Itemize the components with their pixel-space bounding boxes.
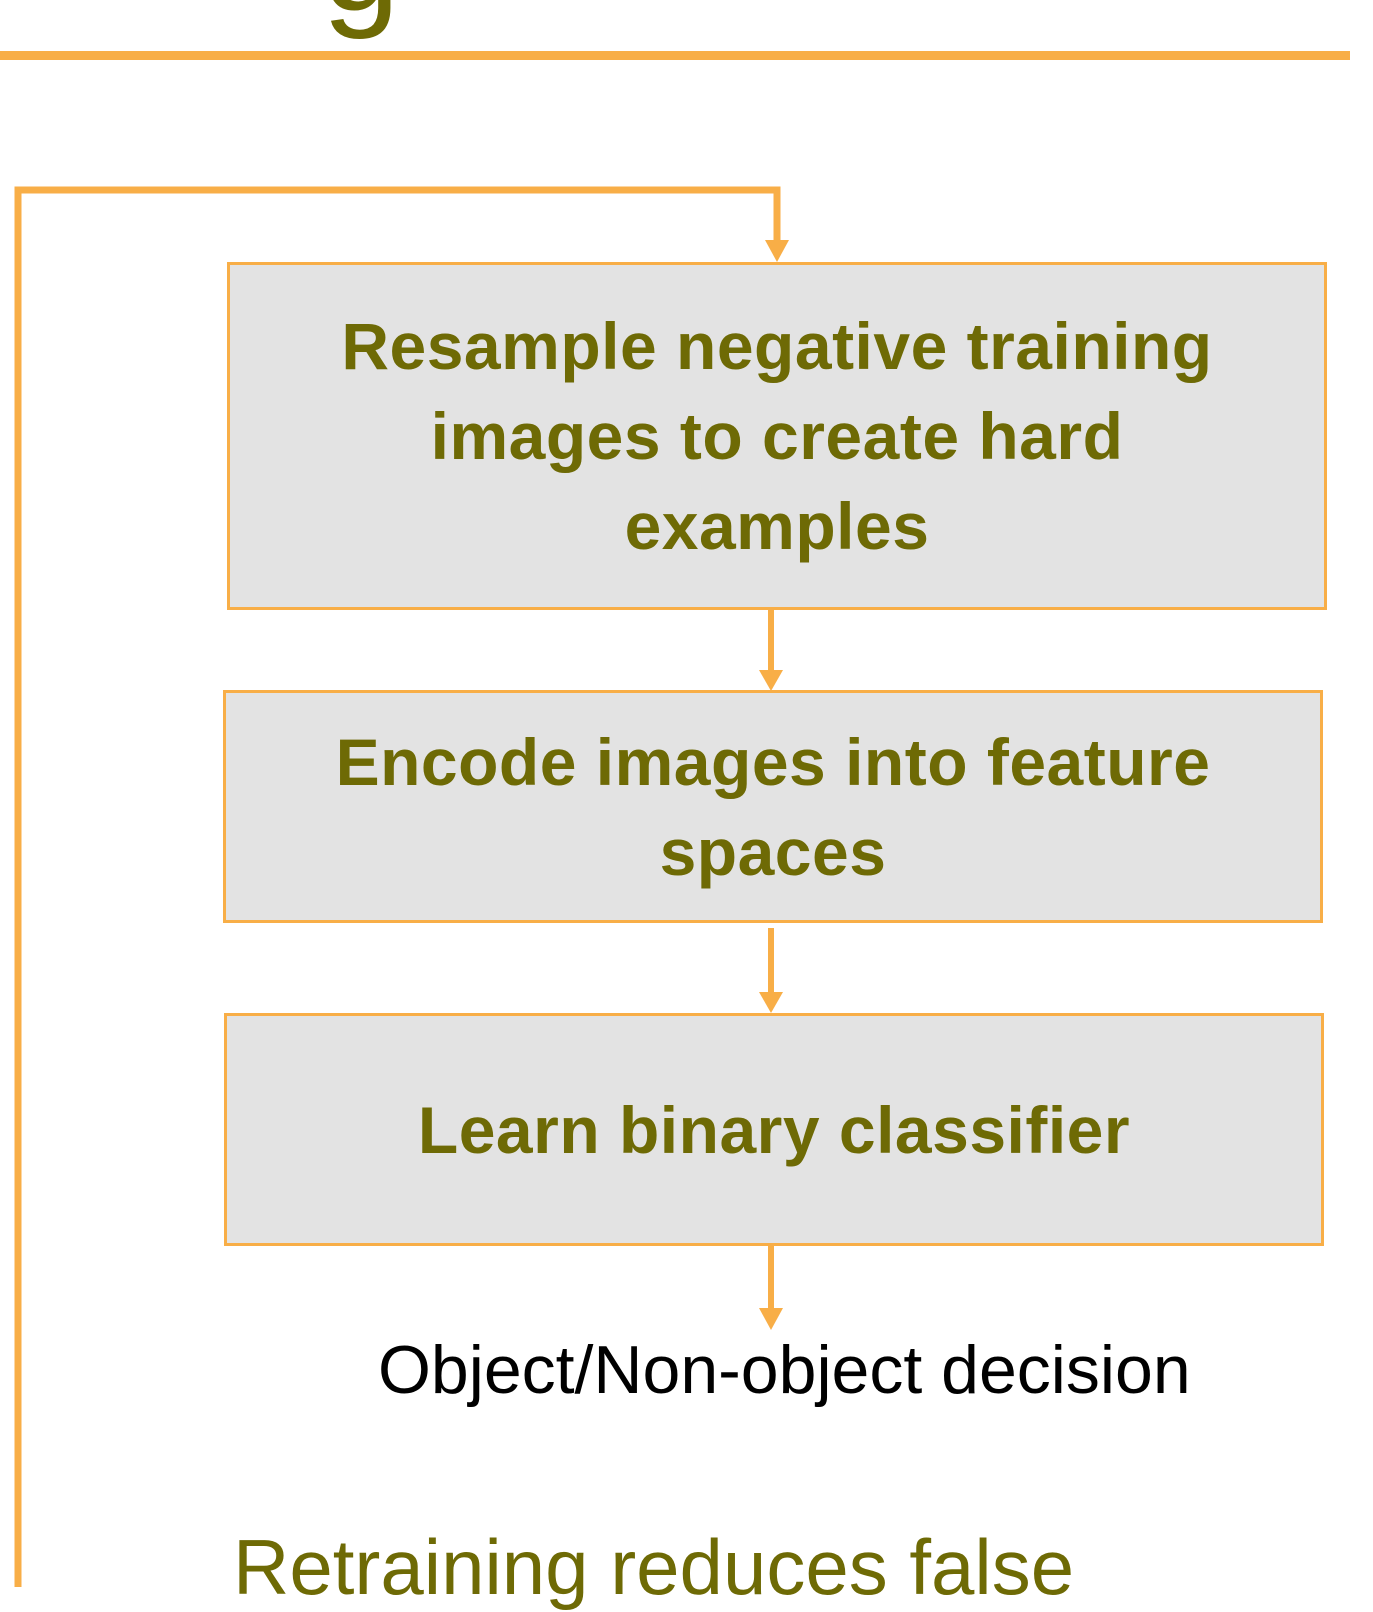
step-label-learn: Learn binary classifier [417, 1092, 1131, 1167]
decision-output-label: Object/Non-object decision [378, 1332, 1191, 1408]
feedback-loop-arrowhead [765, 240, 789, 262]
slide-title-fragment: g [322, 0, 400, 32]
step-label-resample: Resample negative training images to cre… [341, 309, 1213, 563]
step-box-learn: Learn binary classifier [224, 1013, 1324, 1246]
footer-bullet-text: Retraining reduces false [233, 1523, 1075, 1611]
arrow-learn-to-decision-head [759, 1308, 783, 1330]
step-label-encode: Encode images into feature spaces [335, 724, 1211, 889]
arrow-encode-to-learn-head [759, 992, 783, 1013]
arrow-resample-to-encode-head [759, 670, 783, 691]
title-underline [0, 51, 1350, 60]
step-box-resample: Resample negative training images to cre… [227, 262, 1327, 610]
feedback-loop-line [14, 186, 781, 1587]
step-box-encode: Encode images into feature spaces [223, 690, 1323, 923]
